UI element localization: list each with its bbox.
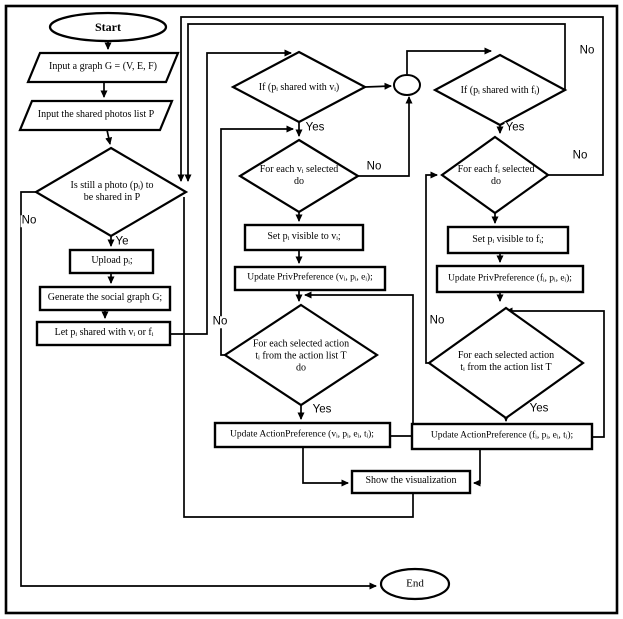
edge-label-iff-yes: Yes [504, 121, 526, 134]
for-each-v-diamond [237, 138, 361, 214]
update-actionpref-f-box [410, 422, 594, 451]
edge-label-actionv-yes: Yes [311, 403, 333, 416]
edge-label-forv-no: No [365, 160, 383, 173]
end-terminator [379, 567, 451, 601]
if-shared-f-diamond [432, 53, 568, 127]
input-graph-parallelogram [26, 51, 180, 84]
action-loop-f-diamond [427, 306, 585, 420]
set-visible-v-box [243, 223, 365, 252]
if-shared-v-diamond [230, 50, 368, 124]
for-each-f-diamond [440, 135, 550, 215]
set-visible-f-box [446, 225, 570, 255]
edge-label-forf-no: No [571, 149, 589, 162]
edge-forv-no-connector [358, 96, 413, 177]
edge-ifv-no-connector [364, 82, 392, 90]
start-terminator [48, 11, 168, 43]
edge-decision-no-end [20, 191, 377, 590]
edge-iff-no-back [184, 23, 566, 182]
let-shared-box [35, 320, 172, 347]
edge-label-photo-yes: Ye [114, 235, 130, 248]
edge-label-actionf-yes: Yes [528, 402, 550, 415]
update-actionpref-v-box [213, 421, 392, 449]
edge-label-photo-no: No [20, 214, 38, 227]
edge-label-actionv-no: No [211, 315, 229, 328]
edge-label-ifv-yes: Yes [304, 121, 326, 134]
edge-updateactionv-loop [304, 291, 414, 437]
edge-show-decision-back [183, 197, 414, 518]
edge-updateactionf-loop [505, 307, 605, 438]
edge-let-ifv [170, 49, 292, 335]
photo-loop-diamond [33, 146, 189, 238]
generate-graph-box [38, 285, 172, 312]
update-privpref-f-box [435, 264, 585, 294]
upload-photo-box [68, 248, 155, 275]
edge-label-actionf-no: No [428, 314, 446, 327]
edge-updateactionv-show [302, 447, 349, 487]
merge-connector-circle [393, 74, 421, 96]
action-loop-v-diamond [222, 303, 380, 407]
edge-updateactionf-show [473, 449, 481, 487]
edge-connector-iff [406, 47, 492, 74]
edge-actionloopf-no-back [425, 171, 438, 364]
edge-forf-no-back [177, 16, 604, 182]
input-photos-parallelogram [18, 99, 174, 132]
update-privpref-v-box [233, 265, 387, 292]
outer-border [4, 4, 619, 615]
edge-label-iff-no: No [578, 44, 596, 57]
edge-photos-decision [105, 129, 113, 145]
show-visualization-box [350, 469, 472, 495]
